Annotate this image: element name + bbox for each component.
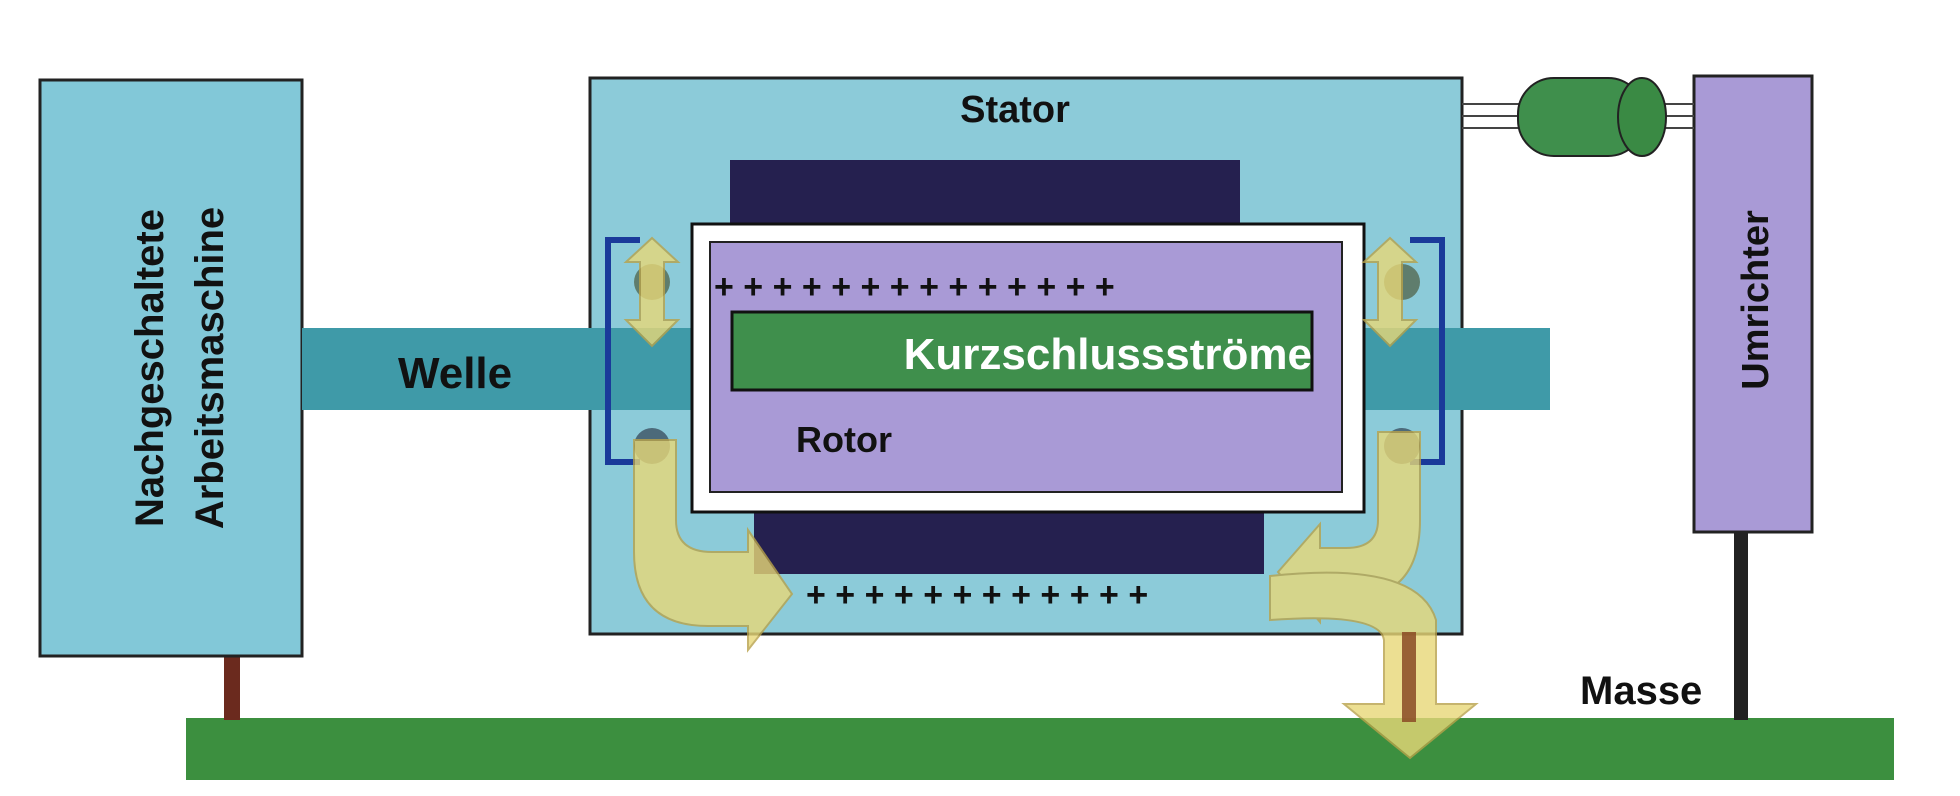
driven-machine-label-line1: Nachgeschaltete bbox=[128, 209, 172, 527]
ground-bar bbox=[186, 718, 1894, 780]
converter-box bbox=[1692, 74, 1814, 534]
machine-ground-wire bbox=[224, 638, 240, 720]
stator-label: Stator bbox=[960, 89, 1070, 131]
short-circuit-bar bbox=[730, 310, 1314, 392]
shaft-label: Welle bbox=[398, 349, 512, 398]
converter-label: Umrichter bbox=[1735, 210, 1777, 390]
stator-ground-wire bbox=[1402, 632, 1416, 722]
stator-charges: + + + + + + + + + + + + bbox=[806, 576, 1148, 614]
ground-label: Masse bbox=[1580, 669, 1702, 713]
ground-arrow-icon bbox=[1269, 571, 1479, 760]
driven-machine-label-line2: Arbeitsmaschine bbox=[188, 207, 232, 529]
short-circuit-label: Kurzschlussströme bbox=[904, 330, 1312, 379]
left-curved-arrow-icon bbox=[633, 439, 794, 653]
converter-ground-wire bbox=[1734, 532, 1748, 720]
rotor-charges: + + + + + + + + + + + + + + bbox=[714, 268, 1115, 306]
curved-current-arrow-icon bbox=[623, 236, 1479, 760]
left-bearing-double-arrow-icon bbox=[623, 236, 681, 348]
stator-winding-top bbox=[730, 160, 1240, 228]
right-bearing-double-arrow-icon bbox=[1361, 236, 1419, 348]
rotor-label: Rotor bbox=[796, 419, 892, 460]
filter-cylinder-icon bbox=[1517, 77, 1667, 157]
stator-winding-bottom bbox=[754, 512, 1264, 574]
